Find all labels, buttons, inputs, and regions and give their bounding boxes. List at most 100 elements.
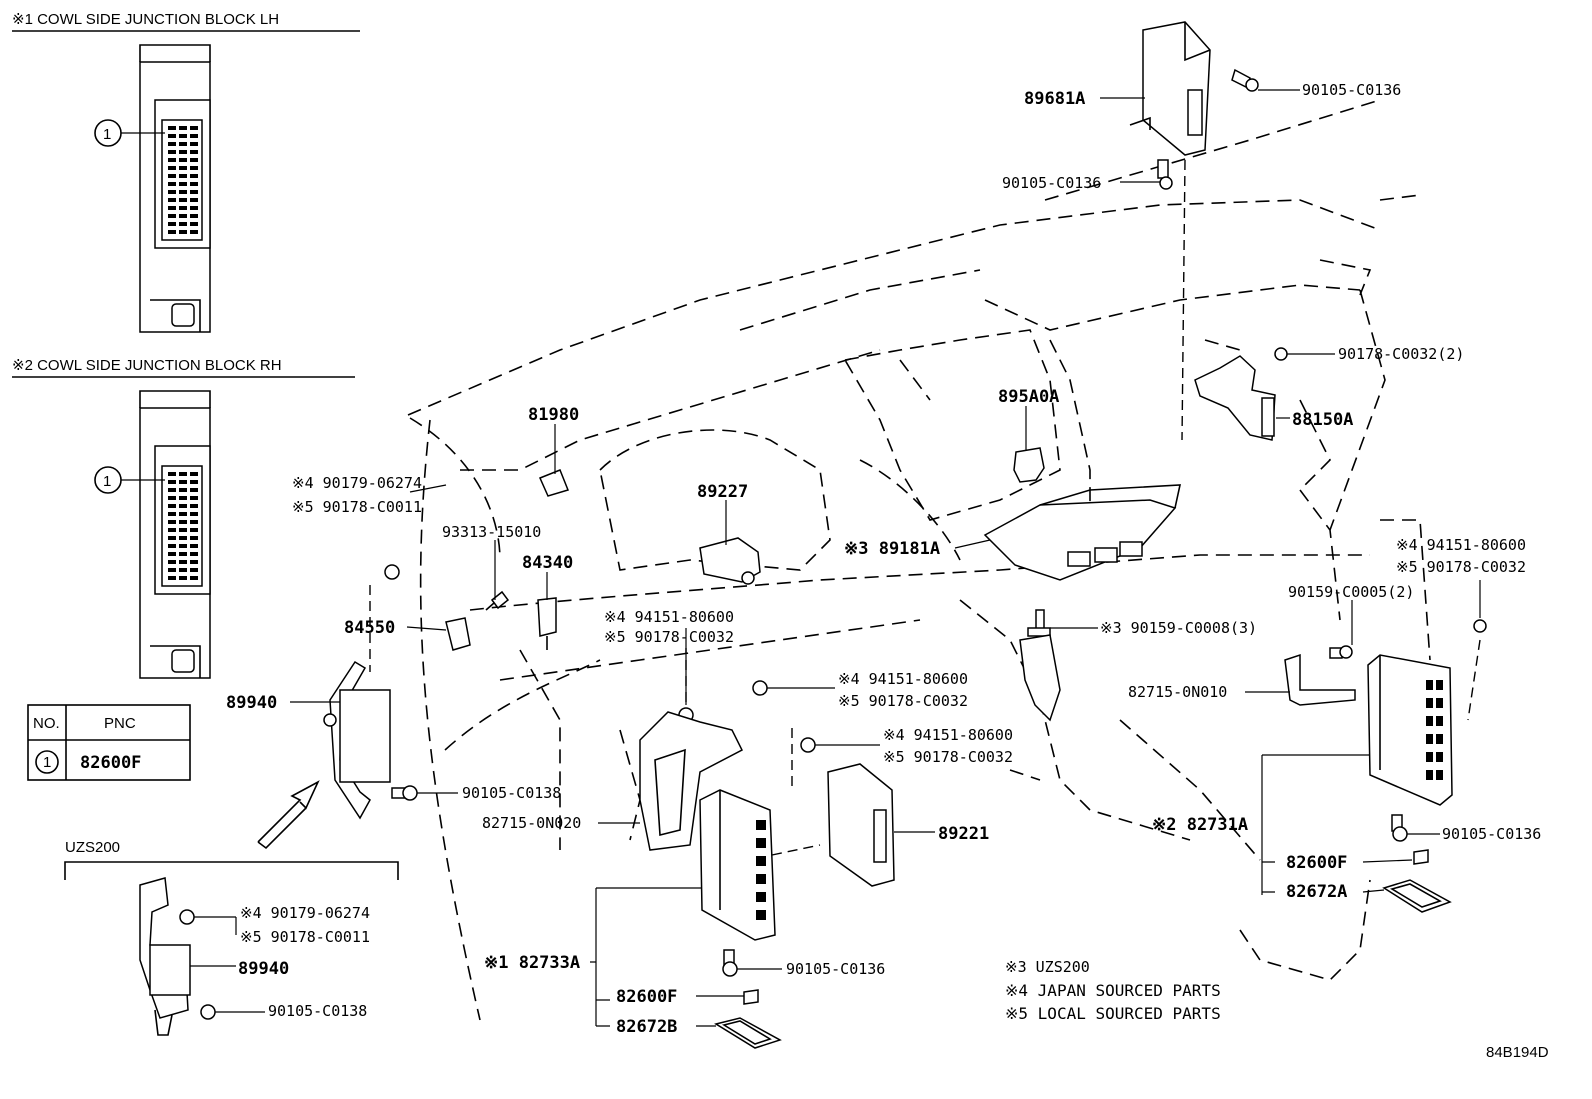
label-82715-0N010: 82715-0N010 xyxy=(1128,683,1227,701)
footnote-japan: ※4 JAPAN SOURCED PARTS xyxy=(1005,981,1221,1000)
bolt-90105-C0136-right xyxy=(1391,814,1408,842)
label-88150A: 88150A xyxy=(1292,410,1353,430)
label-81980: 81980 xyxy=(528,405,579,425)
label-uzs-89940: 89940 xyxy=(238,959,289,979)
uzs-box-title: UZS200 xyxy=(65,839,120,856)
bolt-90105-C0136-top xyxy=(1231,68,1259,92)
bolt-90159-C0008 xyxy=(1027,609,1051,637)
connector-895A0A xyxy=(1013,447,1045,483)
label-89221: 89221 xyxy=(938,824,989,844)
bolt-93313-15010 xyxy=(485,590,510,611)
label-93313-15010: 93313-15010 xyxy=(442,523,541,541)
junction-block-82731A-cells xyxy=(1426,680,1443,780)
connector-82600F-bottom xyxy=(743,989,759,1005)
label-89227: 89227 xyxy=(697,482,748,502)
bracket-88150A xyxy=(1194,355,1276,441)
label-89940: 89940 xyxy=(226,693,277,713)
lh-block-title: ※1 COWL SIDE JUNCTION BLOCK LH xyxy=(12,11,279,28)
pnc-row-no: 1 xyxy=(43,754,51,771)
label-89681A: 89681A xyxy=(1024,89,1085,109)
junction-block-82733A xyxy=(699,789,776,941)
cover-82672A xyxy=(1382,879,1452,913)
label-90178-b: ※5 90178-C0032 xyxy=(838,692,968,710)
junction-block-82731A xyxy=(1367,654,1453,806)
rh-block-title: ※2 COWL SIDE JUNCTION BLOCK RH xyxy=(12,357,282,374)
switch-84550 xyxy=(445,617,471,651)
label-82672B: 82672B xyxy=(616,1017,677,1037)
svg-text:1: 1 xyxy=(103,473,111,490)
direction-arrow xyxy=(257,780,320,850)
junction-block-rh xyxy=(139,390,211,679)
label-82600F-bottom: 82600F xyxy=(616,987,677,1007)
leader-lines xyxy=(290,89,1481,1027)
cover-82672B xyxy=(714,1017,782,1049)
uzs-module-89940 xyxy=(139,877,216,1036)
bolt-90105-C0136-mid xyxy=(1157,159,1173,190)
label-uzs-90105: 90105-C0138 xyxy=(268,1002,367,1020)
label-90105-C0136-right: 90105-C0136 xyxy=(1442,825,1541,843)
label-90178-d: ※5 90178-C0032 xyxy=(1396,558,1526,576)
pnc-col-no: NO. xyxy=(33,715,60,732)
label-uzs-90178: ※5 90178-C0011 xyxy=(240,928,370,946)
label-90159-C0008: ※3 90159-C0008(3) xyxy=(1100,619,1257,637)
label-84340: 84340 xyxy=(522,553,573,573)
label-90105-C0138: 90105-C0138 xyxy=(462,784,561,802)
footnote-local: ※5 LOCAL SOURCED PARTS xyxy=(1005,1004,1221,1023)
module-89681A xyxy=(1129,21,1211,156)
sensor-81980 xyxy=(538,469,570,497)
pnc-col-pnc: PNC xyxy=(104,715,136,732)
nut-94151-middle xyxy=(752,680,768,696)
bolt-90105-C0136-bottom xyxy=(722,949,738,977)
label-895A0A: 895A0A xyxy=(998,387,1059,407)
label-94151-d: ※4 94151-80600 xyxy=(1396,536,1526,554)
nut-90179-06274 xyxy=(384,564,400,580)
dashboard-outline xyxy=(407,99,1431,1021)
callout-circle-rh: 1 xyxy=(94,466,165,494)
bracket-82715-0N010 xyxy=(1284,653,1356,706)
nut-94151-lower xyxy=(800,737,816,753)
footnotes: ※3 UZS200 ※4 JAPAN SOURCED PARTS ※5 LOCA… xyxy=(1005,958,1221,1023)
label-90105-C0136-top: 90105-C0136 xyxy=(1302,81,1401,99)
nut-90178-C0032-2 xyxy=(1274,347,1288,361)
bracket-82715-0N010-center xyxy=(1019,634,1061,722)
module-89940 xyxy=(323,660,391,820)
footnote-uzs200: ※3 UZS200 xyxy=(1005,958,1090,976)
svg-text:1: 1 xyxy=(103,126,111,143)
lh-connector-grid xyxy=(168,126,198,234)
label-uzs-90179: ※4 90179-06274 xyxy=(240,904,370,922)
label-82672A: 82672A xyxy=(1286,882,1347,902)
junction-block-82733A-cells xyxy=(756,820,766,920)
label-90159-C0005: 90159-C0005(2) xyxy=(1288,583,1414,601)
label-82733A: ※1 82733A xyxy=(484,953,580,973)
junction-block-lh xyxy=(139,44,211,333)
label-94151-c: ※4 94151-80600 xyxy=(883,726,1013,744)
figure-id: 84B194D xyxy=(1486,1044,1549,1061)
connector-82600F-right xyxy=(1413,849,1429,865)
bolt-90105-C0138 xyxy=(391,785,418,801)
part-labels: 89681A 90105-C0136 90105-C0136 90178-C00… xyxy=(226,81,1541,1037)
label-84550: 84550 xyxy=(344,618,395,638)
label-94151-b: ※4 94151-80600 xyxy=(838,670,968,688)
label-90105-C0136-bottom: 90105-C0136 xyxy=(786,960,885,978)
label-90105-C0136-mid: 90105-C0136 xyxy=(1002,174,1101,192)
label-82600F-right: 82600F xyxy=(1286,853,1347,873)
label-82731A: ※2 82731A xyxy=(1152,815,1248,835)
sensor-84340 xyxy=(537,597,557,650)
module-89221 xyxy=(827,763,895,887)
bracket-82715-0N020 xyxy=(639,711,743,851)
rh-connector-grid xyxy=(168,472,198,580)
label-90178-c: ※5 90178-C0032 xyxy=(883,748,1013,766)
callout-circle-lh: 1 xyxy=(94,119,165,147)
label-94151-a: ※4 94151-80600 xyxy=(604,608,734,626)
label-89181A: ※3 89181A xyxy=(844,539,940,559)
module-89181A xyxy=(983,484,1182,581)
label-90178-C0011: ※5 90178-C0011 xyxy=(292,498,422,516)
label-82715-0N020: 82715-0N020 xyxy=(482,814,581,832)
module-89227 xyxy=(699,537,761,585)
pnc-table: NO. PNC 1 82600F xyxy=(27,704,191,781)
label-90178-C0032-2: 90178-C0032(2) xyxy=(1338,345,1464,363)
nut-90178-C0032-r xyxy=(1473,619,1487,633)
bolt-90159-C0005 xyxy=(1329,645,1353,659)
